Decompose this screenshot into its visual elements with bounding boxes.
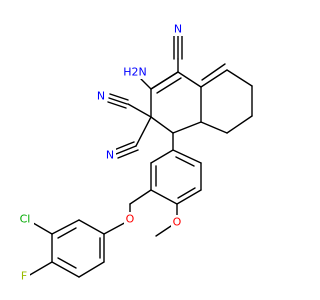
bond-left-ring-1 [78,219,105,235]
molecule-structure: N H2N N N O O Cl F [16,22,253,283]
chlorine-bg [16,212,34,226]
bond-ring-upper-double-a [150,71,179,90]
nitrile-top-label: N [174,23,182,36]
nitrile-top-bg [172,22,184,36]
methoxy-oxygen-bg [171,215,183,229]
bond-cyclohexane-2 [226,69,253,87]
bond-nitrile-left-lower-a [115,145,137,155]
bond-left-ring-2 [51,219,80,235]
bond-nitrile-left-upper-b [109,93,129,101]
bond-aryl-6 [150,149,174,164]
bond-cyclohexane-4 [226,115,253,134]
bond-ring-upper-5 [150,116,174,134]
bond-aryl-4 [150,189,178,205]
bond-cyclohexane-5 [200,121,228,134]
bond-aryl-3 [176,189,202,205]
bond-nitrile-left-lower-c [117,149,139,159]
fluorine-label: F [21,270,27,283]
bond-dinitrile-lower [135,116,152,147]
bond-nitrile-left-upper-c [107,101,127,109]
bond-benzyl-1 [129,189,152,205]
bond-left-ring-4 [51,261,80,278]
bond-aryl-double-2 [177,187,196,199]
bond-left-ring-double-2 [57,257,77,269]
bond-nitrile-left-upper-a [108,97,128,105]
amine-label: H2N [123,66,147,79]
chlorine-label: Cl [20,213,31,226]
fluorine-bg [18,269,30,283]
bond-nitrile-left-lower-b [113,141,135,151]
nitrile-left-lower-bg [104,148,116,162]
bond-left-ring-double-1 [57,227,77,239]
bond-ring-upper-2 [177,71,202,88]
ether-oxygen-bg [124,212,136,226]
bond-ring-upper-6 [172,121,202,134]
nitrile-left-lower-label: N [106,149,114,162]
bond-amine [140,78,152,90]
ether-oxygen-label: O [126,213,135,226]
bond-dinitrile-upper [127,103,152,118]
amine-bg [123,64,147,79]
bond-fluorine [27,261,53,277]
bond-cyclohexane-double [201,63,226,81]
bond-cyclohexane-1 [200,69,228,88]
atom-labels: N H2N N N O O Cl F [16,22,184,283]
bond-ring-upper-double-b [156,77,182,94]
bond-aryl-1 [172,149,202,164]
nitrile-left-upper-label: N [97,90,105,103]
bond-left-ring-5 [78,261,105,278]
bond-aryl-double-1 [175,156,195,167]
methoxy-oxygen-label: O [173,216,182,229]
nitrile-left-upper-bg [95,89,107,103]
